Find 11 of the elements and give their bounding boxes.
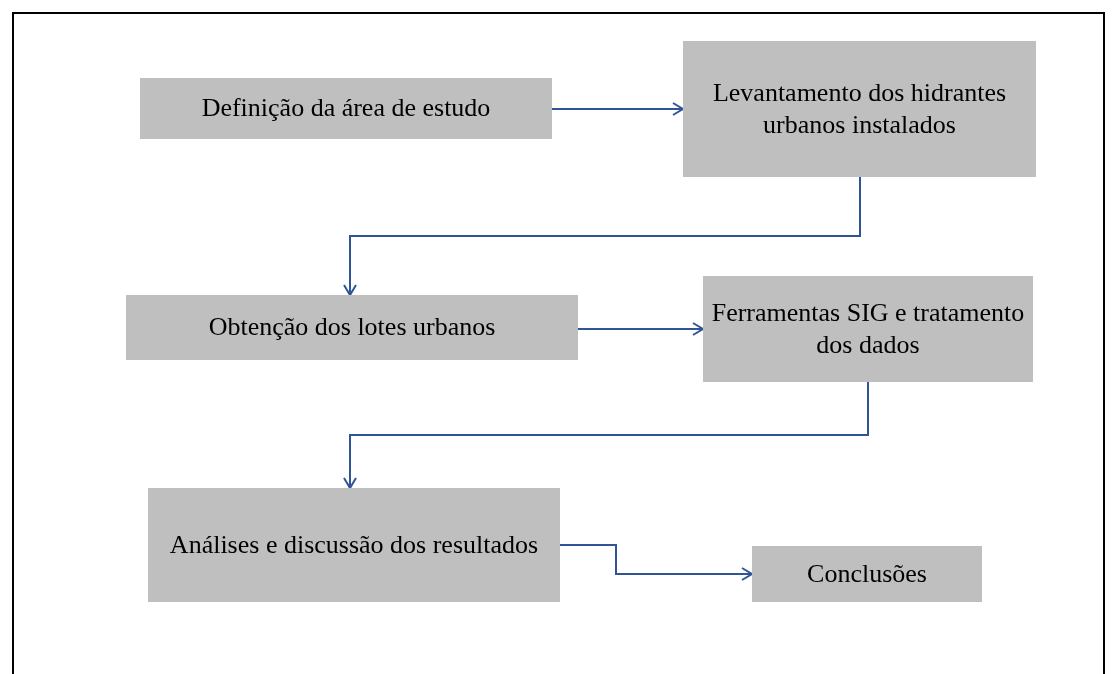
arrow xyxy=(343,381,869,489)
process-box: Levantamento dos hidrantes urbanos instalados xyxy=(683,41,1036,177)
arrow xyxy=(577,322,704,336)
process-box: Definição da área de estudo xyxy=(140,78,552,139)
process-box: Conclusões xyxy=(752,546,982,602)
process-box: Obtenção dos lotes urbanos xyxy=(126,295,578,360)
arrow xyxy=(343,176,861,296)
process-box: Análises e discussão dos resultados xyxy=(148,488,560,602)
process-box: Ferramentas SIG e tratamento dos dados xyxy=(703,276,1033,382)
arrow xyxy=(551,102,684,116)
arrow xyxy=(559,544,753,581)
